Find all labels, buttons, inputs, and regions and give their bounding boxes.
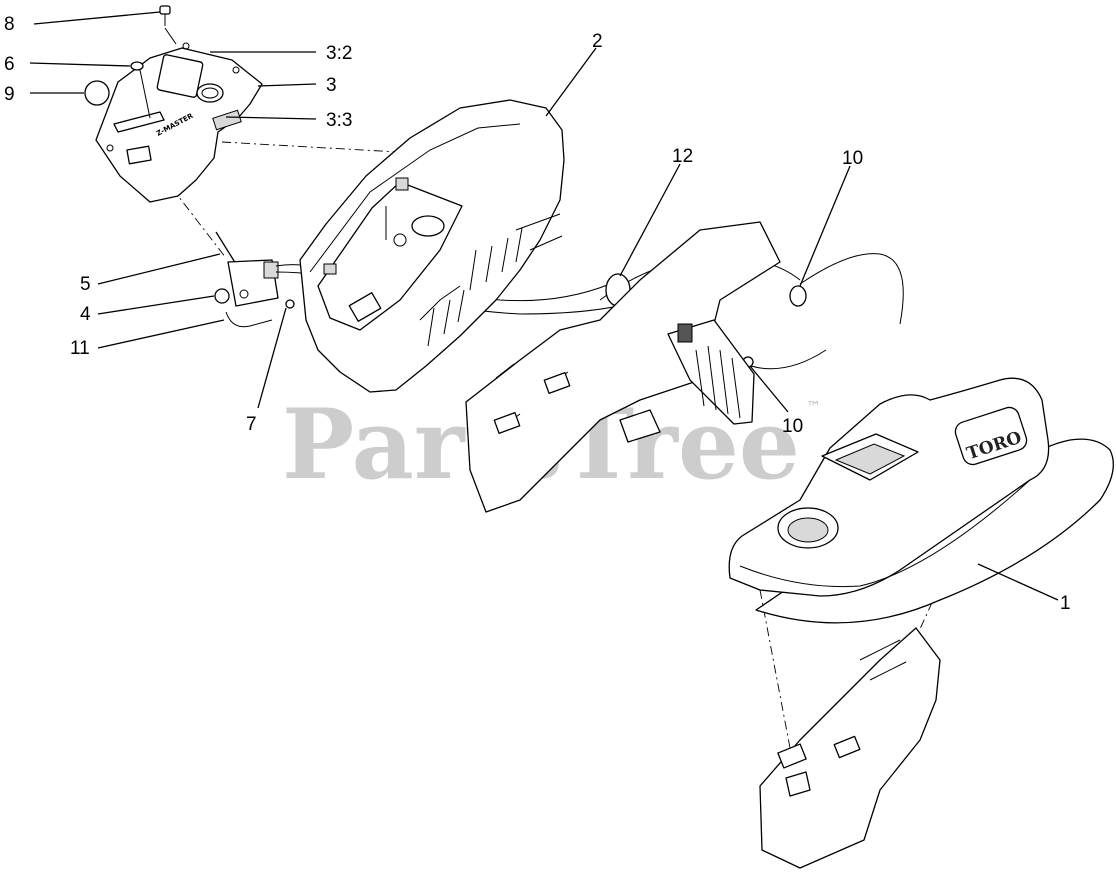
left-control-console xyxy=(299,99,565,393)
left-side-panel xyxy=(465,221,781,513)
callout-4: 4 xyxy=(80,304,91,325)
callout-3-3: 3:3 xyxy=(326,110,352,131)
right-side-panel xyxy=(759,627,941,869)
callout-11: 11 xyxy=(70,338,90,359)
alignment-lines xyxy=(171,141,941,791)
callout-3: 3 xyxy=(326,75,337,96)
control-panel-plate: Z-MASTER xyxy=(95,42,263,203)
watermark-trademark: ™ xyxy=(806,398,821,416)
callout-9: 9 xyxy=(4,84,15,105)
washer xyxy=(130,61,144,71)
callout-6: 6 xyxy=(4,54,15,75)
right-control-console: TORO xyxy=(728,377,1114,624)
callout-5: 5 xyxy=(80,274,91,295)
throttle-knob xyxy=(84,69,165,133)
callout-8: 8 xyxy=(4,14,15,35)
callout-12: 12 xyxy=(672,146,693,167)
callout-labels: 8 6 9 3:2 3 3:3 2 12 10 5 4 11 7 10 1 xyxy=(4,14,1071,614)
callout-7: 7 xyxy=(246,414,257,435)
callout-1: 1 xyxy=(1060,593,1071,614)
callout-10-top: 10 xyxy=(842,148,863,169)
callout-2: 2 xyxy=(592,31,603,52)
screw xyxy=(159,5,177,45)
callout-3-2: 3:2 xyxy=(326,43,352,64)
callout-10-bottom: 10 xyxy=(782,416,803,437)
mounting-bracket xyxy=(667,319,755,425)
leader-lines xyxy=(29,11,1059,601)
